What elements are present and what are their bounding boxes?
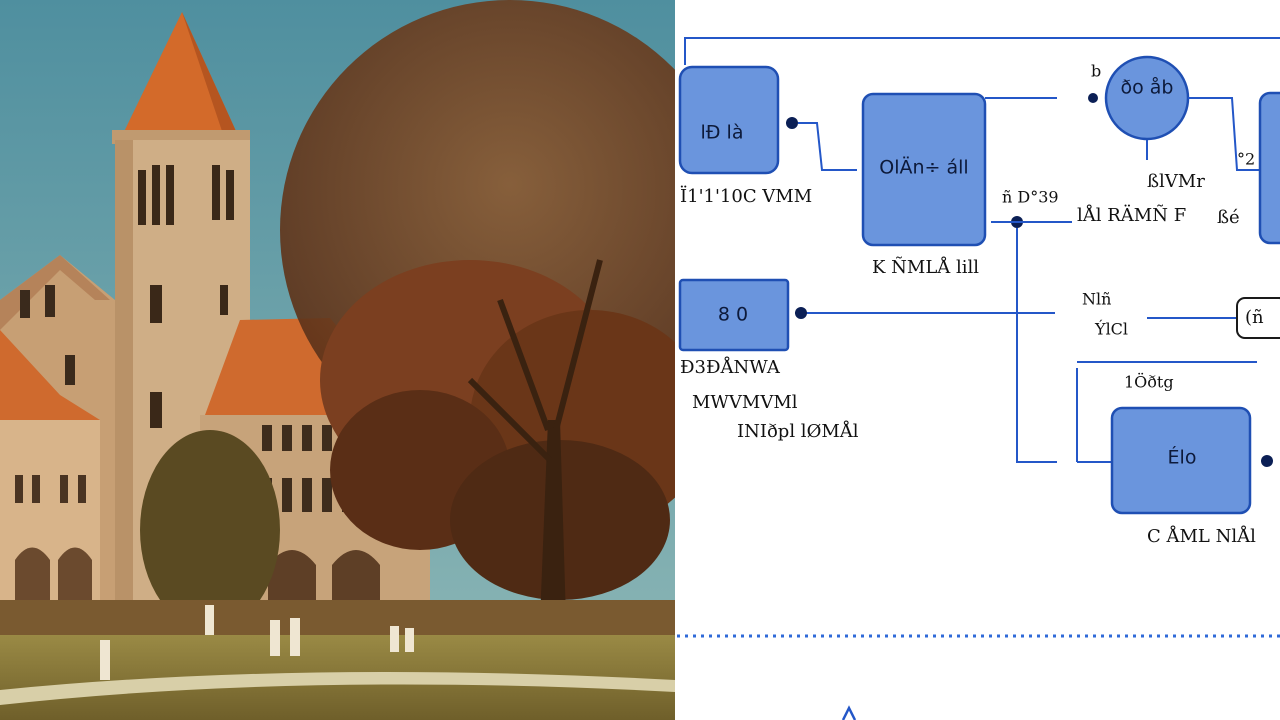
diagram-canvas: lÐ là Ï1'1'10C VMM OlÄn÷ áll K ÑMLÅ lill… (677, 37, 1280, 720)
block-right-edge-mid-label: (ñ (1245, 307, 1264, 328)
right-dot-label: °2 (1237, 150, 1255, 169)
hedge (0, 600, 675, 640)
right-upper-label-3: lÅl RÄMÑ F (1077, 203, 1186, 226)
block-top-left (678, 65, 780, 175)
block-bottom-right-label: Élo (1168, 446, 1197, 469)
mid-caption-1: Ð3ÐÅNWA (680, 356, 781, 378)
block-top-left-label: lÐ là (701, 122, 744, 144)
block-center-label: OlÄn÷ áll (879, 156, 968, 179)
right-mid-label-1: Nlñ (1082, 290, 1111, 309)
block-diagram: lÐ là Ï1'1'10C VMM OlÄn÷ áll K ÑMLÅ lill… (677, 0, 1280, 720)
wire-bus-vertical (1016, 228, 1057, 463)
block-mid-left (678, 278, 790, 352)
right-upper-label-1: ßlVMr (1147, 171, 1205, 192)
footpath (0, 672, 675, 705)
left-building (0, 255, 115, 610)
block-right-edge-mid (1236, 297, 1280, 339)
right-upper-label-2: ñ D°39 (1002, 188, 1059, 207)
small-tree (140, 430, 280, 630)
right-mid-label-3: 1Öðtg (1124, 372, 1174, 392)
bottom-partial-glyph (841, 705, 857, 720)
junction-dot-2 (1088, 93, 1098, 103)
bottom-caption: C ÅML NlÅl (1147, 525, 1256, 547)
block-circle-label: ðo åb (1121, 76, 1174, 99)
clock-tower (112, 12, 250, 610)
block-bottom-right (1110, 406, 1252, 515)
right-mid-label-2: ÝlCl (1094, 319, 1128, 339)
top-left-caption: Ï1'1'10C VMM (680, 184, 812, 207)
autumn-tree (280, 0, 675, 620)
mid-caption-3: INIðpl lØMÅl (737, 420, 859, 442)
wire-circle-right (1188, 97, 1262, 171)
photo-canvas (0, 0, 675, 720)
junction-dot-5 (1261, 455, 1273, 467)
block-center (861, 92, 987, 247)
junction-dot-4 (795, 307, 807, 319)
b-mark: b (1091, 62, 1101, 81)
right-upper-label-4: ßé (1217, 207, 1240, 228)
block-mid-left-label: 8 0 (718, 304, 748, 326)
junction-dot (786, 117, 798, 129)
block-right-edge-top (1258, 91, 1280, 245)
mid-caption-2: MWVMVMl (692, 392, 798, 413)
top-frame-wire (684, 37, 1280, 65)
wire-tl-center (798, 122, 857, 171)
center-caption: K ÑMLÅ lill (872, 255, 979, 278)
students (100, 605, 414, 680)
campus-photo (0, 0, 675, 720)
